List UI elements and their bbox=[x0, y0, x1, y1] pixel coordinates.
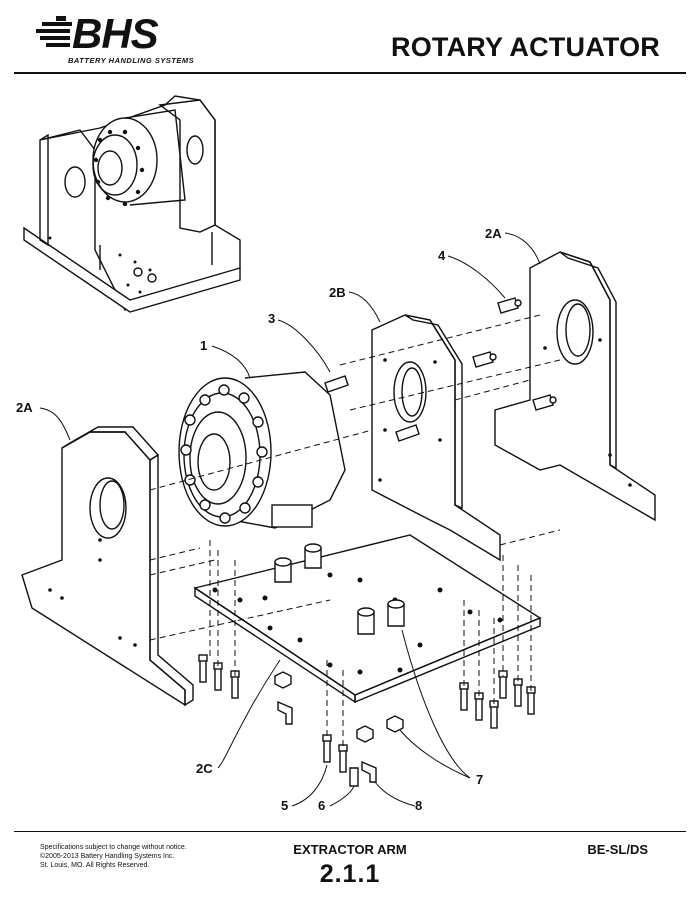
copyright-line: St. Louis, MO. All Rights Reserved. bbox=[40, 862, 150, 869]
footer-divider bbox=[14, 831, 686, 832]
copyright-line: ©2005-2013 Battery Handling Systems Inc. bbox=[40, 853, 175, 860]
callout-2a-right: 2A bbox=[485, 226, 502, 241]
callout-6: 6 bbox=[318, 798, 325, 813]
bhs-logo: BHS BATTERY HANDLING SYSTEMS bbox=[34, 12, 204, 68]
section-title: EXTRACTOR ARM bbox=[293, 842, 407, 857]
callout-1: 1 bbox=[200, 338, 207, 353]
callout-2a-left: 2A bbox=[16, 400, 33, 415]
hex-standoffs bbox=[274, 543, 405, 635]
rotary-actuator-body bbox=[178, 371, 346, 529]
side-plate-2a-right bbox=[494, 251, 656, 522]
callout-8: 8 bbox=[415, 798, 422, 813]
side-plate-2b bbox=[371, 314, 501, 562]
page-title: ROTARY ACTUATOR bbox=[391, 32, 660, 62]
callout-7: 7 bbox=[476, 772, 483, 787]
dowel-pins bbox=[324, 375, 420, 442]
logo-subtitle: BATTERY HANDLING SYSTEMS bbox=[68, 56, 195, 65]
fittings bbox=[472, 297, 557, 411]
assembled-view-inset bbox=[23, 95, 241, 313]
copyright-notice: Specifications subject to change without… bbox=[40, 843, 187, 870]
callout-2c: 2C bbox=[196, 761, 213, 776]
logo-speed-lines-icon bbox=[36, 16, 72, 47]
callout-3: 3 bbox=[268, 311, 275, 326]
assembly-centerlines bbox=[149, 314, 561, 750]
nuts-and-elbows bbox=[274, 671, 404, 787]
model-code: BE-SL/DS bbox=[587, 842, 648, 857]
logo-wordmark: BHS bbox=[72, 10, 159, 57]
header-divider bbox=[14, 72, 686, 74]
leader-lines bbox=[39, 232, 541, 807]
copyright-line: Specifications subject to change without… bbox=[40, 844, 187, 851]
callout-4: 4 bbox=[438, 248, 446, 263]
callout-2b: 2B bbox=[329, 285, 346, 300]
callout-5: 5 bbox=[281, 798, 288, 813]
page-number: 2.1.1 bbox=[319, 860, 381, 888]
exploded-assembly-drawing: 1 2A 2A 2B 2C 3 4 5 6 7 8 bbox=[16, 95, 656, 813]
side-plate-2a-left bbox=[21, 426, 194, 707]
